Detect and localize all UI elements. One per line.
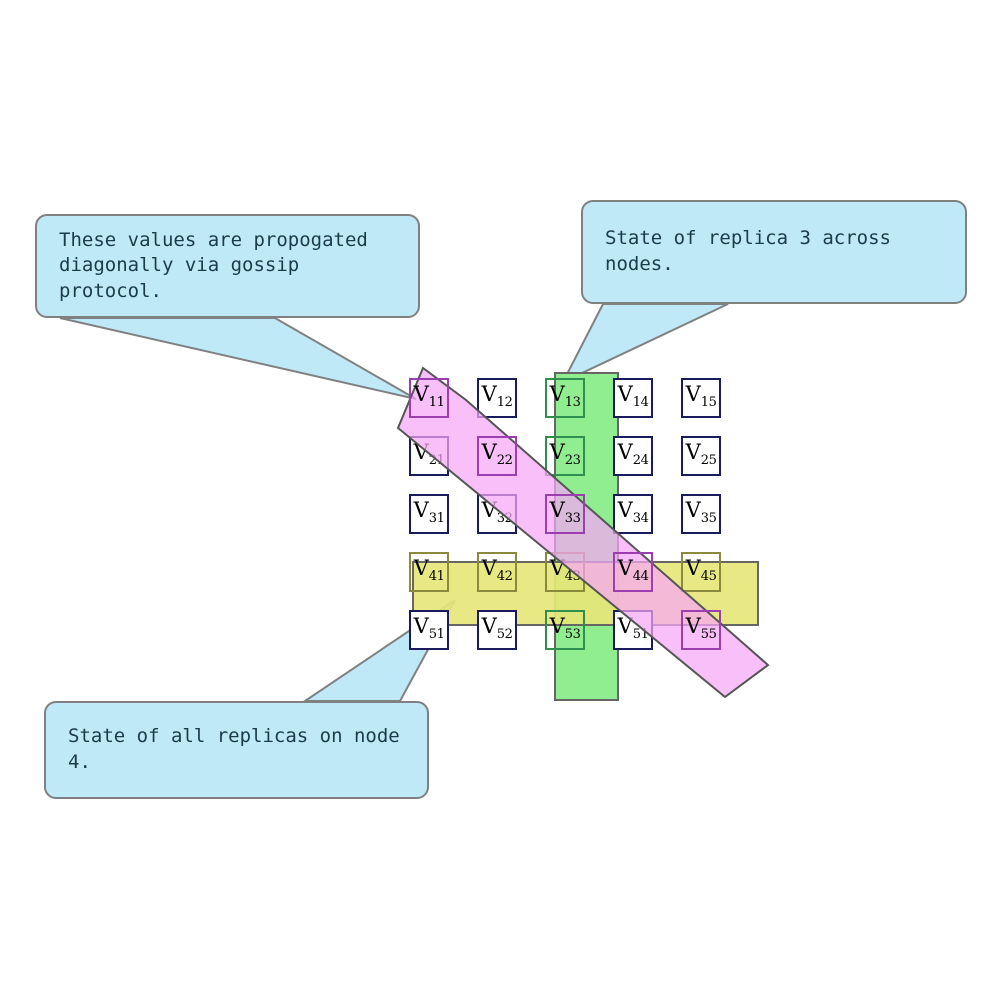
value-cell-32[interactable]: V32 (477, 494, 517, 534)
value-cell-subscript: 33 (564, 511, 581, 527)
value-cell-label: V11 (413, 382, 445, 411)
value-cell-22[interactable]: V22 (477, 436, 517, 476)
value-cell-subscript: 23 (564, 453, 581, 469)
value-cell-subscript: 24 (632, 453, 649, 469)
value-cell-subscript: 14 (632, 395, 649, 411)
callout-replica-3-text: State of replica 3 across nodes. (605, 227, 891, 275)
value-cell-33[interactable]: V33 (545, 494, 585, 534)
value-cell-subscript: 34 (632, 511, 649, 527)
value-cell-subscript: 35 (700, 511, 717, 527)
callout-gossip-diagonal[interactable]: These values are propogated diagonally v… (35, 214, 420, 318)
value-cell-label: V33 (549, 498, 581, 527)
value-cell-44[interactable]: V44 (613, 552, 653, 592)
value-cell-label: V15 (685, 382, 717, 411)
callout-replica-3[interactable]: State of replica 3 across nodes. (581, 200, 967, 304)
value-cell-subscript: 45 (700, 569, 717, 585)
value-cell-35[interactable]: V35 (681, 494, 721, 534)
value-cell-label: V34 (617, 498, 649, 527)
value-cell-52[interactable]: V52 (477, 610, 517, 650)
value-cell-label: V22 (481, 440, 513, 469)
value-cell-51[interactable]: V51 (409, 610, 449, 650)
value-cell-12[interactable]: V12 (477, 378, 517, 418)
value-cell-45[interactable]: V45 (681, 552, 721, 592)
value-cell-label: V53 (549, 614, 581, 643)
value-cell-42[interactable]: V42 (477, 552, 517, 592)
value-cell-label: V51 (413, 614, 445, 643)
value-cell-53[interactable]: V53 (545, 610, 585, 650)
value-cell-label: V12 (481, 382, 513, 411)
value-cell-label: V52 (481, 614, 513, 643)
value-cell-41[interactable]: V41 (409, 552, 449, 592)
value-cell-subscript: 43 (564, 569, 581, 585)
value-cell-11[interactable]: V11 (409, 378, 449, 418)
value-cell-subscript: 31 (428, 511, 445, 527)
value-cell-label: V35 (685, 498, 717, 527)
value-cell-label: V21 (413, 440, 445, 469)
value-cell-label: V32 (481, 498, 513, 527)
value-cell-label: V24 (617, 440, 649, 469)
value-cell-25[interactable]: V25 (681, 436, 721, 476)
value-cell-subscript: 11 (428, 395, 445, 411)
callout-node-4[interactable]: State of all replicas on node 4. (44, 701, 429, 799)
value-cell-subscript: 25 (700, 453, 717, 469)
callout-node-4-text: State of all replicas on node 4. (68, 725, 400, 773)
value-cell-24[interactable]: V24 (613, 436, 653, 476)
value-cell-51[interactable]: V51 (613, 610, 653, 650)
value-cell-label: V55 (685, 614, 717, 643)
value-cell-label: V43 (549, 556, 581, 585)
value-cell-55[interactable]: V55 (681, 610, 721, 650)
value-cell-subscript: 55 (700, 627, 717, 643)
value-cell-label: V51 (617, 614, 649, 643)
value-cell-subscript: 52 (496, 627, 513, 643)
value-cell-subscript: 51 (632, 627, 649, 643)
value-cell-23[interactable]: V23 (545, 436, 585, 476)
value-cell-31[interactable]: V31 (409, 494, 449, 534)
value-cell-label: V25 (685, 440, 717, 469)
value-cell-subscript: 21 (428, 453, 445, 469)
value-cell-subscript: 42 (496, 569, 513, 585)
value-cell-13[interactable]: V13 (545, 378, 585, 418)
value-cell-34[interactable]: V34 (613, 494, 653, 534)
value-cell-15[interactable]: V15 (681, 378, 721, 418)
value-cell-14[interactable]: V14 (613, 378, 653, 418)
value-cell-subscript: 44 (632, 569, 649, 585)
callout-gossip-text: These values are propogated diagonally v… (59, 228, 368, 302)
value-cell-subscript: 32 (496, 511, 513, 527)
value-cell-subscript: 51 (428, 627, 445, 643)
value-cell-subscript: 12 (496, 395, 513, 411)
value-cell-subscript: 13 (564, 395, 581, 411)
value-cell-label: V42 (481, 556, 513, 585)
value-cell-label: V41 (413, 556, 445, 585)
value-cell-43[interactable]: V43 (545, 552, 585, 592)
value-cell-subscript: 53 (564, 627, 581, 643)
value-cell-21[interactable]: V21 (409, 436, 449, 476)
value-cell-label: V14 (617, 382, 649, 411)
value-cell-label: V45 (685, 556, 717, 585)
value-cell-label: V31 (413, 498, 445, 527)
value-cell-label: V44 (617, 556, 649, 585)
value-cell-label: V23 (549, 440, 581, 469)
value-cell-label: V13 (549, 382, 581, 411)
value-cell-subscript: 15 (700, 395, 717, 411)
value-cell-subscript: 22 (496, 453, 513, 469)
value-cell-subscript: 41 (428, 569, 445, 585)
